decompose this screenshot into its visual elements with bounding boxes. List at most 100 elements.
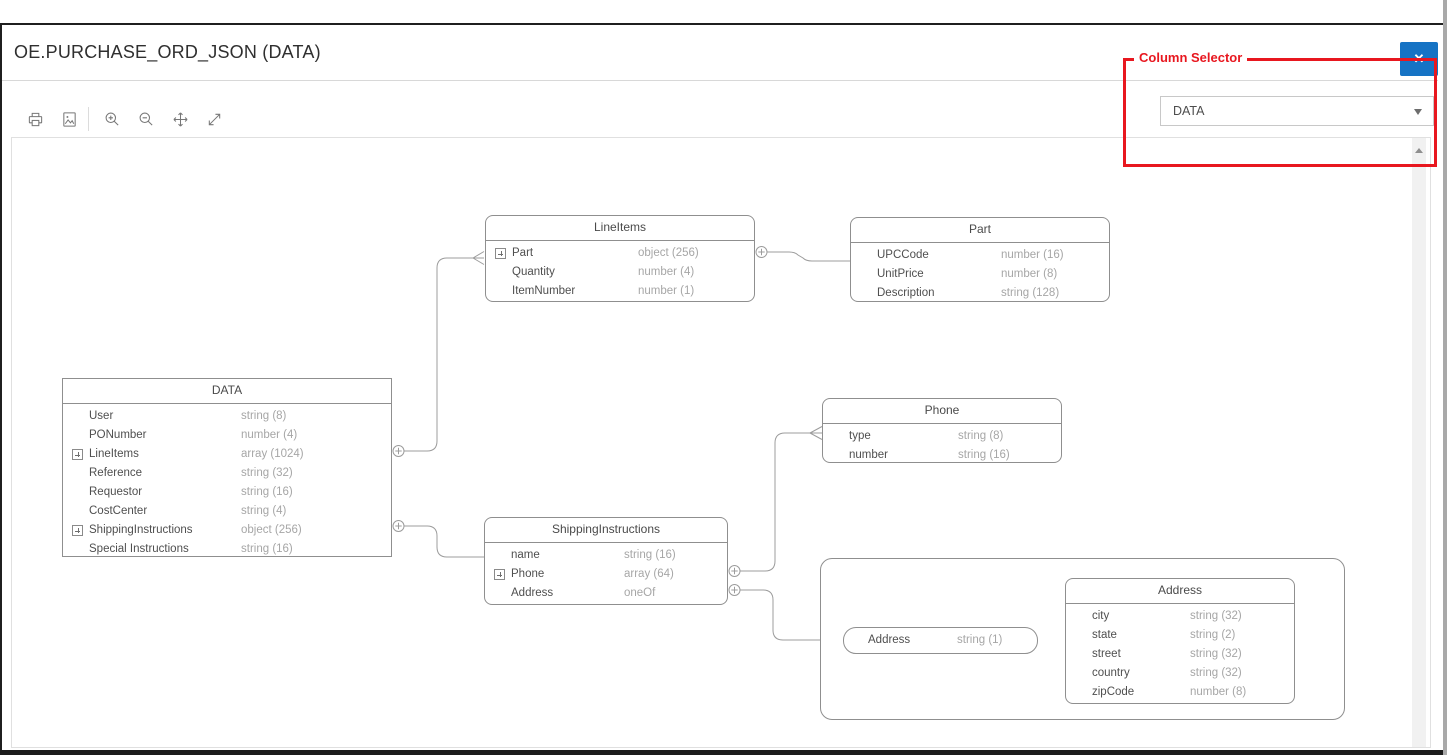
- field-name: state: [1092, 629, 1117, 641]
- field-row: ItemNumber number (1): [486, 282, 754, 301]
- field-name: number: [849, 449, 888, 461]
- zoom-in-icon: [105, 112, 119, 126]
- field-name: ItemNumber: [512, 285, 576, 297]
- expand-icon: [208, 113, 220, 125]
- diagram-toolbar: [18, 106, 231, 132]
- column-selector-dropdown[interactable]: DATA: [1160, 96, 1434, 126]
- pan-icon: [173, 112, 187, 126]
- zoom-in-button[interactable]: [95, 106, 129, 132]
- field-row: UPCCode number (16): [851, 246, 1109, 265]
- expand-plus-icon[interactable]: [72, 449, 83, 460]
- field-row: Special Instructions string (16): [63, 540, 391, 559]
- entity-title: Phone: [823, 399, 1061, 424]
- field-type: number (4): [241, 429, 298, 441]
- print-button[interactable]: [18, 106, 52, 132]
- print-icon: [28, 112, 42, 126]
- field-name: Part: [512, 247, 534, 259]
- field-name: street: [1092, 648, 1121, 660]
- scroll-up-icon: [1415, 147, 1423, 153]
- field-row: Part object (256): [486, 244, 754, 263]
- window-edge-strip: [1443, 0, 1447, 755]
- field-type: number (8): [1190, 686, 1247, 698]
- field-type: number (8): [1001, 268, 1058, 280]
- field-name: Reference: [89, 467, 143, 479]
- expand-plus-icon[interactable]: [495, 248, 506, 259]
- vertical-scrollbar[interactable]: [1412, 138, 1426, 747]
- field-name: Special Instructions: [89, 543, 189, 555]
- field-type: oneOf: [624, 587, 656, 599]
- field-name: type: [849, 430, 871, 442]
- export-image-button[interactable]: [52, 106, 86, 132]
- field-type: array (64): [624, 568, 674, 580]
- field-type: object (256): [638, 247, 699, 259]
- close-button[interactable]: ✕: [1400, 42, 1438, 76]
- field-row: zipCode number (8): [1066, 683, 1294, 702]
- entity-title: ShippingInstructions: [485, 518, 727, 543]
- field-row: state string (2): [1066, 626, 1294, 645]
- pan-button[interactable]: [163, 106, 197, 132]
- entity-address-scalar[interactable]: Address string (1): [843, 627, 1038, 654]
- dialog-bottom-border: [0, 750, 1443, 755]
- field-name: UnitPrice: [877, 268, 924, 280]
- field-type: string (16): [241, 543, 293, 555]
- field-type: string (32): [1190, 648, 1242, 660]
- dialog-title: OE.PURCHASE_ORD_JSON (DATA): [14, 42, 321, 62]
- field-name: ShippingInstructions: [89, 524, 193, 536]
- zoom-out-button[interactable]: [129, 106, 163, 132]
- entity-title: LineItems: [486, 216, 754, 241]
- field-type: string (16): [624, 549, 676, 561]
- field-name: UPCCode: [877, 249, 929, 261]
- field-list: UPCCode number (16) UnitPrice number (8) D…: [851, 243, 1109, 303]
- scroll-up-button[interactable]: [1412, 138, 1426, 162]
- field-type: number (4): [638, 266, 695, 278]
- field-name: Requestor: [89, 486, 143, 498]
- field-name: zipCode: [1092, 686, 1135, 698]
- field-type: number (1): [638, 285, 695, 297]
- field-name: city: [1092, 610, 1110, 622]
- field-type: string (128): [1001, 287, 1060, 299]
- title-divider: [2, 80, 1438, 81]
- entity-title: DATA: [63, 379, 391, 404]
- field-type: string (1): [957, 634, 1003, 646]
- close-icon: ✕: [1413, 51, 1425, 66]
- expand-plus-icon[interactable]: [72, 525, 83, 536]
- field-type: number (16): [1001, 249, 1064, 261]
- toolbar-separator: [88, 107, 89, 131]
- expand-button[interactable]: [197, 106, 231, 132]
- field-row: Address oneOf: [485, 584, 727, 603]
- export-image-icon: [62, 111, 76, 127]
- field-name: Address: [511, 587, 554, 599]
- field-name: PONumber: [89, 429, 147, 441]
- field-name: Address: [868, 634, 911, 646]
- column-selector-value: DATA: [1173, 104, 1205, 118]
- field-type: array (1024): [241, 448, 304, 460]
- expand-plus-icon[interactable]: [494, 569, 505, 580]
- oneof-group-container: [820, 558, 1345, 720]
- field-type: string (4): [241, 505, 287, 517]
- field-type: string (32): [1190, 667, 1242, 679]
- field-type: string (8): [241, 410, 287, 422]
- field-row: Requestor string (16): [63, 483, 391, 502]
- field-type: string (32): [241, 467, 293, 479]
- field-type: string (2): [1190, 629, 1236, 641]
- field-type: string (16): [241, 486, 293, 498]
